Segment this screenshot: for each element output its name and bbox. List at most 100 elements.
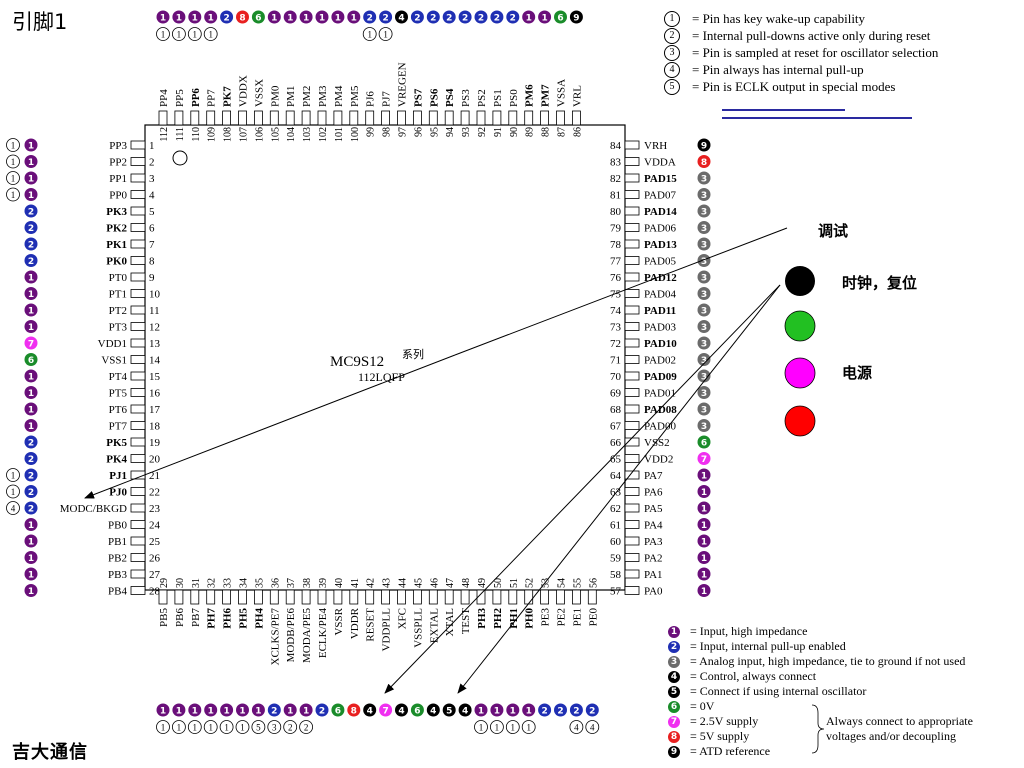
pin-number: 109	[207, 127, 218, 142]
pin-number: 33	[223, 578, 234, 588]
pin-type-badge-label: 2	[319, 707, 325, 717]
pin-type-badge	[24, 435, 38, 449]
pin-name: PE0	[587, 608, 599, 627]
pin-lead	[130, 371, 146, 381]
pin-type-badge-label: 1	[160, 707, 166, 717]
pin-type-badge-label: 2	[28, 472, 34, 482]
pin-lead	[130, 272, 146, 282]
pin-number: 80	[610, 206, 622, 218]
pin-lead	[624, 470, 640, 480]
pin-type-badge	[697, 386, 711, 399]
pin-type-badge-label: 2	[478, 14, 484, 24]
pin-type-badge	[24, 188, 38, 201]
pin-name: PB3	[108, 569, 127, 581]
attribute-badge	[156, 27, 170, 41]
pin-number: 87	[557, 127, 568, 137]
pin-lead	[333, 110, 343, 126]
pin-name: PM5	[349, 85, 361, 107]
key-dot-clock-reset	[785, 266, 815, 296]
pin-name: PH2	[492, 608, 504, 629]
pin-number: 86	[572, 127, 583, 137]
pin-lead	[428, 589, 438, 605]
pin-lead	[130, 256, 146, 265]
pin-type-badge	[24, 419, 38, 432]
legend-top-row: 2= Internal pull-downs active only durin…	[664, 27, 938, 44]
legend-text: = Control, always connect	[690, 669, 817, 683]
pin-type-badge-label: 1	[287, 707, 293, 717]
pin-type-badge	[220, 703, 234, 717]
pin-lead	[365, 589, 375, 605]
pin-lead	[492, 589, 502, 605]
pin-type-badge-label: 8	[351, 707, 357, 717]
pin-lead	[253, 110, 263, 126]
pin-type-badge-label: 7	[382, 707, 388, 717]
pin-number: 90	[509, 127, 520, 137]
pin-number: 78	[610, 239, 622, 251]
pin-name: PAD04	[644, 289, 676, 301]
pin-type-badge-label: 3	[701, 241, 707, 251]
pin-type-badge-label: 2	[367, 14, 373, 24]
pin-number: 89	[525, 127, 536, 137]
chip-series: 系列	[402, 347, 424, 361]
pin-number: 111	[175, 127, 186, 141]
pin-type-badge	[24, 567, 38, 581]
pin-lead	[624, 157, 640, 166]
pin-number: 19	[149, 437, 161, 449]
pin-number: 75	[610, 289, 622, 301]
pin-name: PH1	[508, 608, 520, 629]
pin-lead	[624, 173, 640, 183]
pin-number: 92	[477, 127, 488, 137]
attribute-badge	[521, 720, 536, 734]
pin-number: 35	[254, 578, 265, 588]
pin-name: PAD11	[644, 305, 676, 317]
attribute-badge-label: 1	[11, 174, 16, 184]
pin-lead	[130, 173, 146, 183]
pin-name: PAD07	[644, 190, 676, 202]
pin-lead	[317, 589, 327, 605]
pin-type-badge-label: 1	[208, 707, 214, 717]
pin-name: PH7	[206, 608, 218, 629]
pin-number: 50	[493, 578, 504, 588]
pin-type-badge	[24, 336, 38, 350]
pin-number: 97	[398, 127, 409, 137]
pin-type-badge-label: 1	[28, 158, 34, 168]
pin-name: PK2	[106, 223, 127, 235]
pin-type-badge	[299, 703, 313, 717]
pin-type-badge-label: 1	[28, 323, 34, 333]
legend-text: = Analog input, high impedance, tie to g…	[690, 654, 966, 668]
attribute-badge	[187, 27, 202, 41]
pin-lead	[624, 569, 640, 579]
legend-num-badge: 4	[664, 61, 680, 78]
pin-lead	[624, 190, 640, 199]
attribute-badge-label: 1	[240, 723, 245, 733]
pin-lead	[476, 589, 486, 605]
pin-lead	[130, 437, 146, 447]
pin-number: 61	[610, 520, 621, 532]
legend-text: = Connect if using internal oscillator	[690, 684, 867, 698]
pin-number: 57	[610, 586, 622, 598]
pin-type-badge	[410, 10, 424, 24]
attribute-badge-label: 1	[224, 723, 229, 733]
pin-type-badge	[697, 551, 711, 564]
pin-lead	[460, 589, 470, 605]
pin-lead	[130, 553, 146, 562]
pin-type-badge-label: 1	[28, 175, 34, 185]
pin-type-badge	[697, 584, 711, 597]
pin-type-badge	[24, 468, 38, 482]
pin-type-badge	[585, 703, 599, 717]
attribute-badge	[6, 154, 20, 169]
pin-lead	[269, 110, 279, 126]
pin-type-badge-label: 1	[701, 472, 707, 482]
pin-type-badge	[474, 10, 488, 24]
pin-name: VDD2	[644, 454, 673, 466]
pin-number: 4	[149, 190, 155, 202]
page-title: 引脚1	[12, 10, 68, 34]
pin-type-badge	[697, 534, 711, 548]
pin-type-badge-label: 3	[701, 257, 707, 267]
pin-name: PAD14	[644, 206, 677, 218]
attribute-badge	[203, 27, 218, 41]
pin-name: PJ6	[365, 91, 377, 107]
attribute-badge	[489, 720, 504, 734]
pin-type-badge	[554, 703, 567, 717]
pin-type-badge-label: 1	[701, 488, 707, 498]
